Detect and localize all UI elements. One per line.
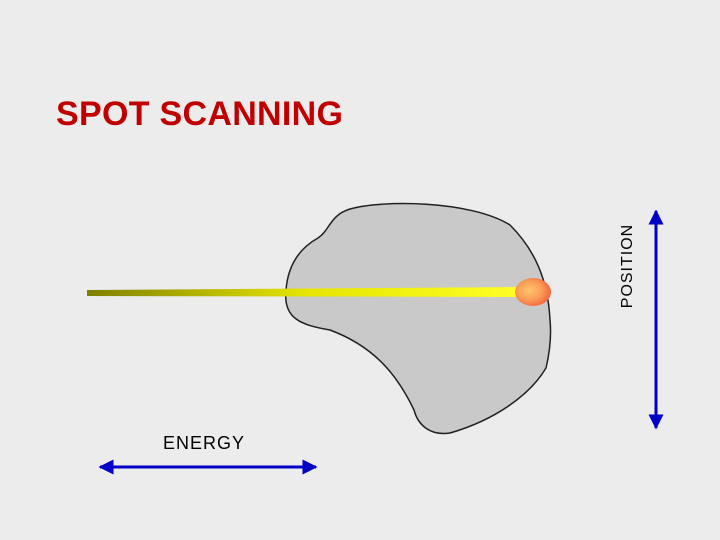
position-label: POSITION <box>620 224 636 308</box>
energy-label: ENERGY <box>163 434 245 452</box>
proton-beam <box>87 287 522 297</box>
beam-spot <box>515 278 551 306</box>
target-volume <box>286 204 551 434</box>
